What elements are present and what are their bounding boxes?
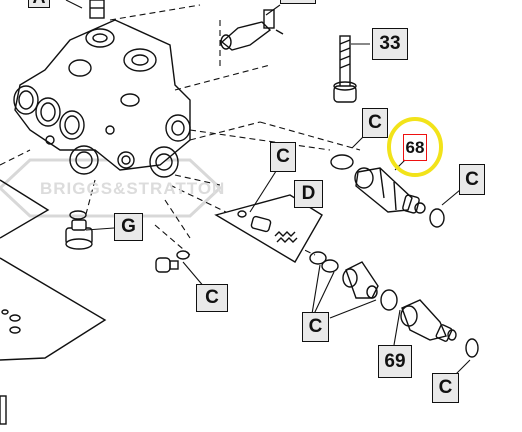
elbow-fitting [220, 9, 284, 51]
kit-d-plate [214, 194, 323, 263]
pump-manifold [13, 19, 191, 178]
highlight-ring [387, 117, 443, 177]
valve-69 [400, 299, 453, 342]
top-fitting [89, 0, 105, 19]
callout-top-right [280, 0, 316, 4]
orings [309, 154, 479, 358]
left-plate-upper [0, 179, 50, 239]
callout-c-right: C [459, 164, 485, 195]
plug-g [65, 219, 93, 250]
left-plate-lower [0, 257, 107, 361]
callout-68: 68 [403, 134, 427, 161]
valve-68 [354, 167, 420, 214]
callout-c-orings: C [302, 312, 329, 342]
watermark-logo [0, 158, 223, 218]
callout-c-screw: C [196, 284, 228, 312]
callout-c-kit: C [270, 142, 296, 172]
watermark-text: BRIGGS&STRATTON [40, 179, 226, 198]
callout-leaders [65, 0, 471, 379]
callout-c-bottom: C [432, 373, 459, 403]
callout-d: D [294, 180, 323, 208]
callout-g: G [114, 213, 143, 241]
check-valve [342, 261, 379, 299]
callout-69: 69 [378, 345, 412, 378]
callout-33: 33 [372, 28, 408, 60]
callout-a: A [28, 0, 50, 8]
bolt-33 [333, 35, 357, 103]
screw-small [155, 250, 190, 273]
callout-c-valve: C [362, 108, 388, 138]
washer-g [69, 210, 87, 220]
